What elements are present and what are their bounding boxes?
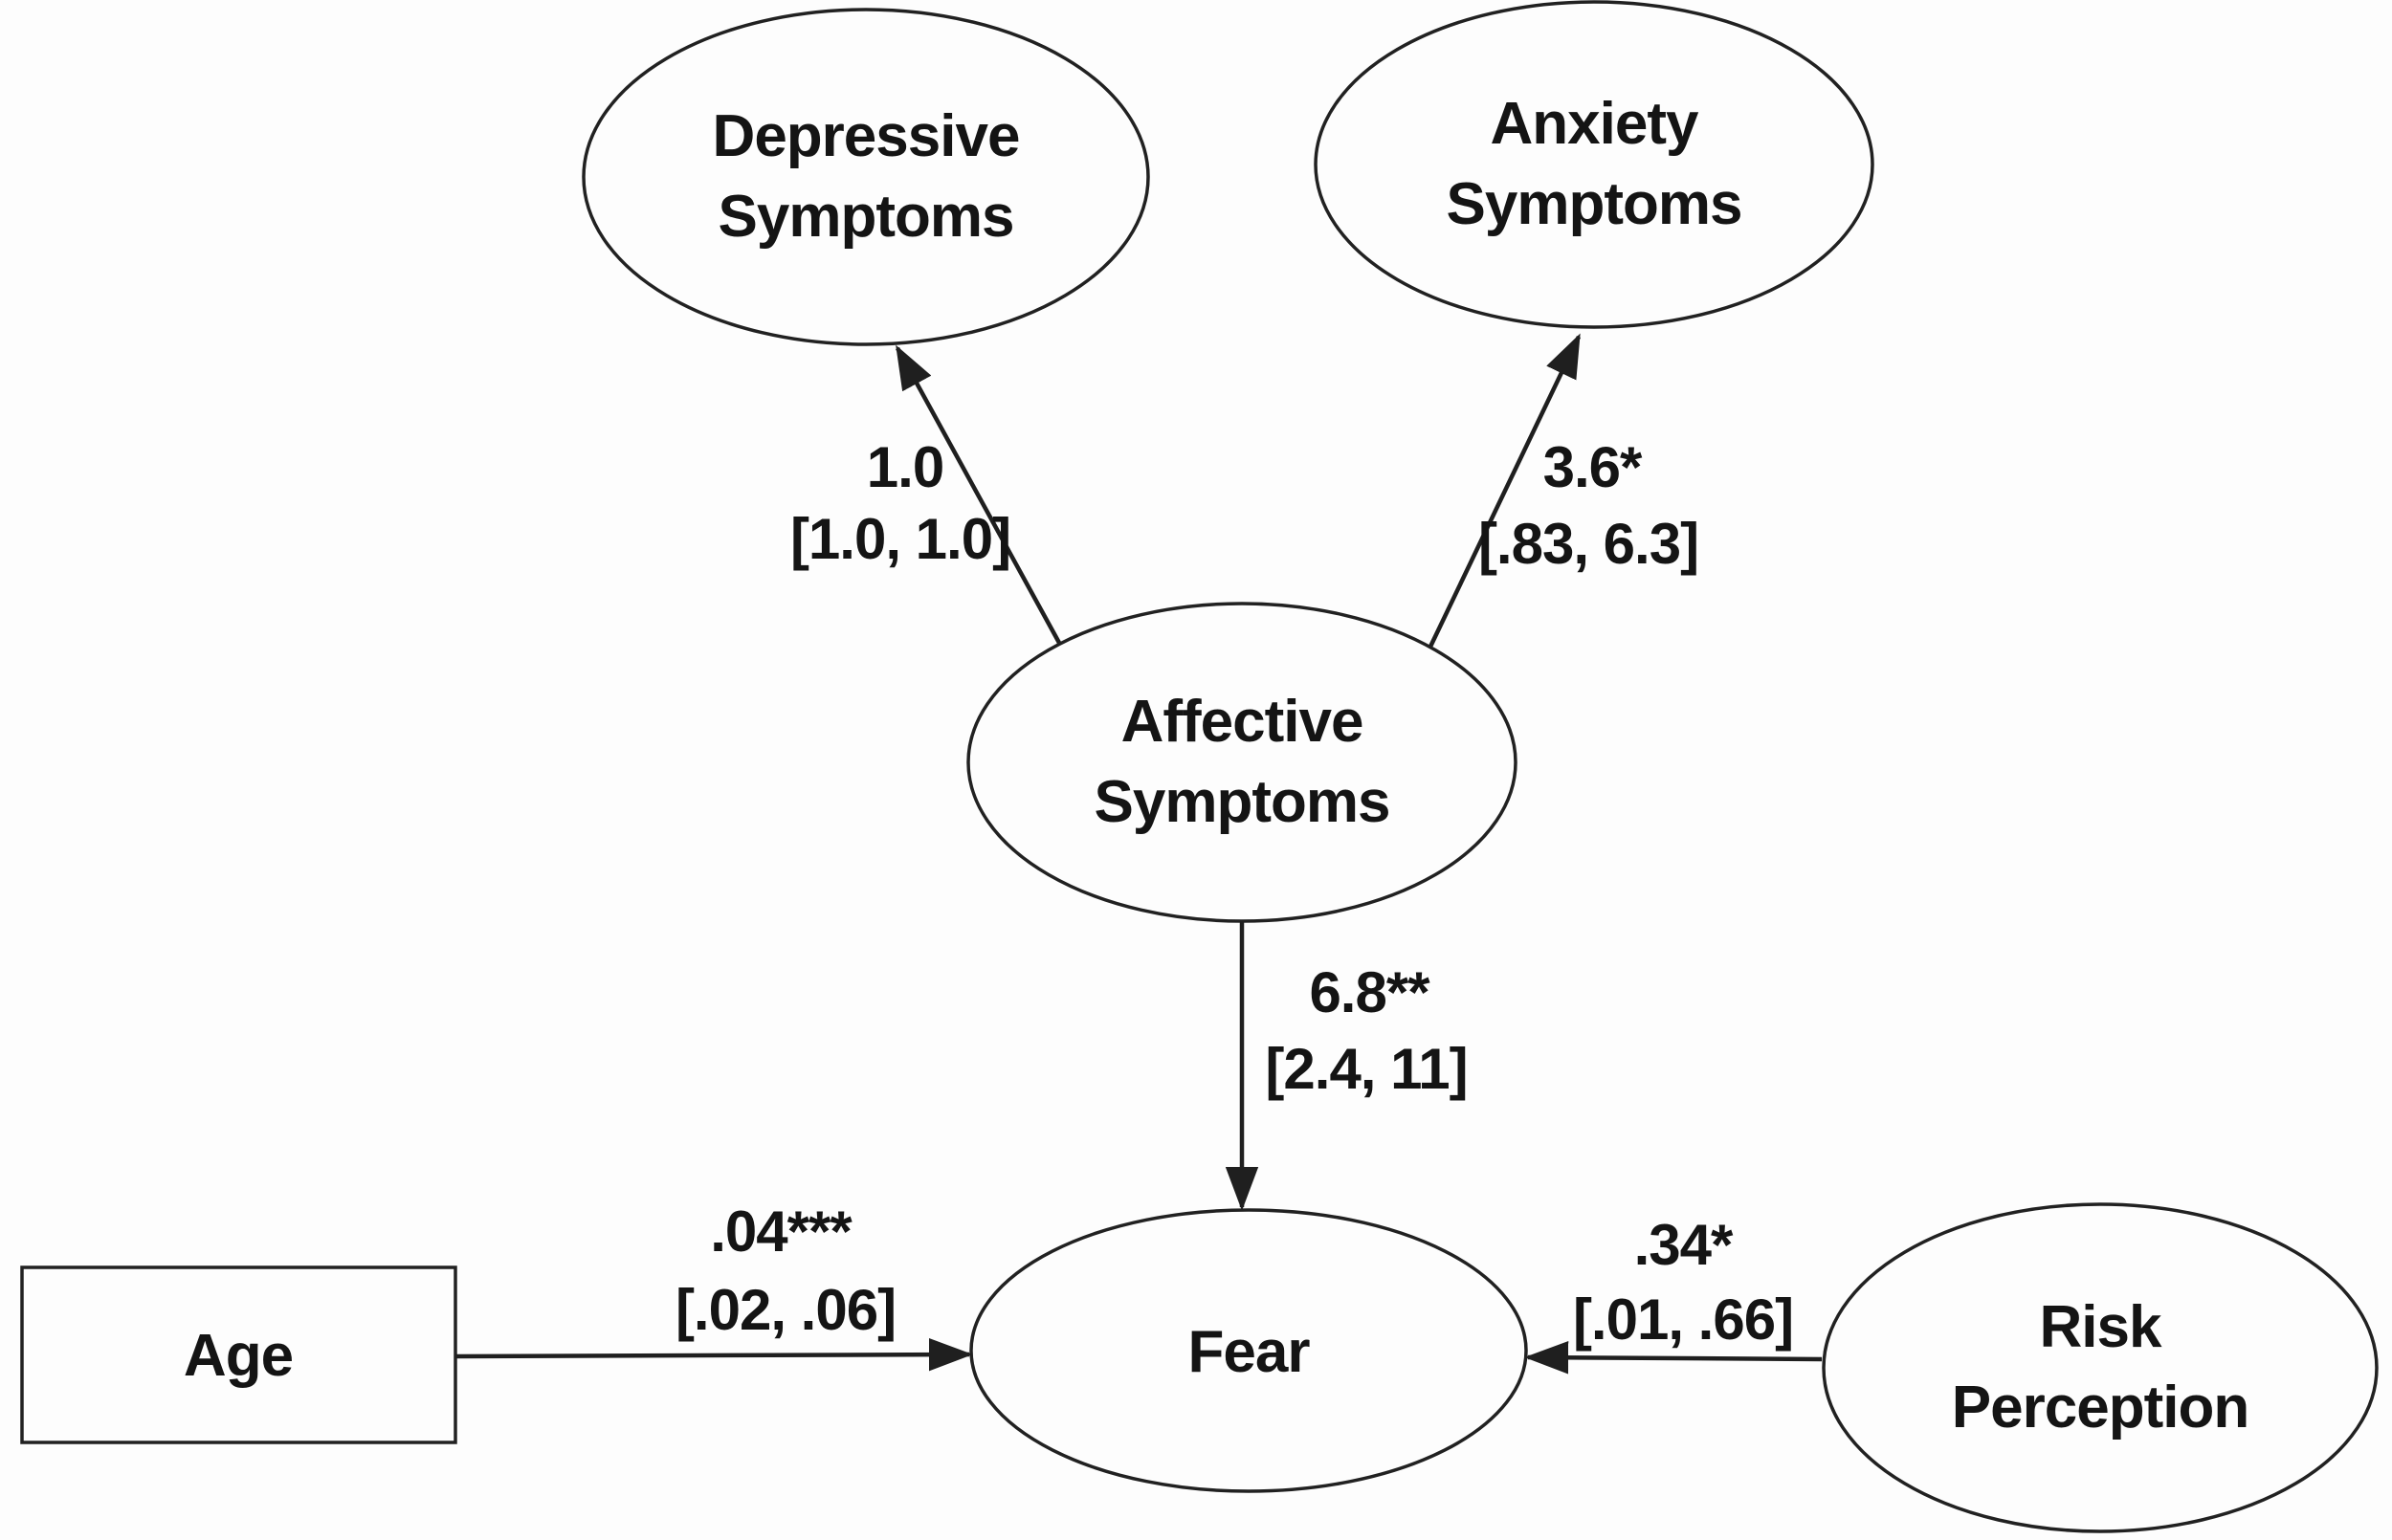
anxiety-symptoms-label-line1: Anxiety bbox=[1491, 91, 1699, 157]
affective-symptoms-label-line2: Symptoms bbox=[1095, 769, 1390, 835]
edge-affective-depressive-ci: [1.0, 1.0] bbox=[790, 507, 1010, 571]
edge-risk-to-fear-arrow bbox=[1524, 1341, 1823, 1375]
edge-affective-to-depressive-arrow bbox=[896, 344, 1061, 645]
depressive-symptoms-label-line2: Symptoms bbox=[719, 184, 1014, 250]
age-node bbox=[20, 1265, 457, 1444]
depressive-symptoms-label-line1: Depressive bbox=[713, 103, 1020, 169]
edge-affective-anxiety-ci: [.83, 6.3] bbox=[1478, 512, 1698, 576]
risk-perception-label-line2: Perception bbox=[1952, 1375, 2248, 1441]
edge-affective-anxiety-coefficient: 3.6* bbox=[1543, 435, 1643, 499]
edge-affective-fear-coefficient: 6.8** bbox=[1309, 960, 1430, 1024]
anxiety-symptoms-label-line2: Symptoms bbox=[1447, 171, 1742, 237]
edge-age-fear-coefficient: .04*** bbox=[710, 1199, 853, 1264]
edge-risk-fear-coefficient: .34* bbox=[1634, 1213, 1734, 1277]
edge-age-to-fear-arrow bbox=[455, 1337, 973, 1372]
anxiety-symptoms-node bbox=[1314, 0, 1874, 329]
depressive-symptoms-node bbox=[582, 8, 1150, 346]
edge-affective-fear-ci: [2.4, 11] bbox=[1265, 1037, 1467, 1101]
edge-affective-to-anxiety-arrow bbox=[1428, 333, 1582, 648]
fear-node bbox=[969, 1208, 1528, 1493]
age-label: Age bbox=[184, 1323, 293, 1389]
edge-affective-depressive-coefficient: 1.0 bbox=[867, 435, 943, 499]
risk-perception-label-line1: Risk bbox=[2040, 1294, 2162, 1360]
edge-age-fear-ci: [.02, .06] bbox=[676, 1278, 896, 1342]
edge-risk-fear-ci: [.01, .66] bbox=[1573, 1287, 1793, 1352]
fear-label: Fear bbox=[1188, 1319, 1311, 1385]
risk-perception-node bbox=[1822, 1202, 2379, 1533]
affective-symptoms-node bbox=[966, 602, 1517, 923]
affective-symptoms-label-line1: Affective bbox=[1121, 689, 1363, 755]
